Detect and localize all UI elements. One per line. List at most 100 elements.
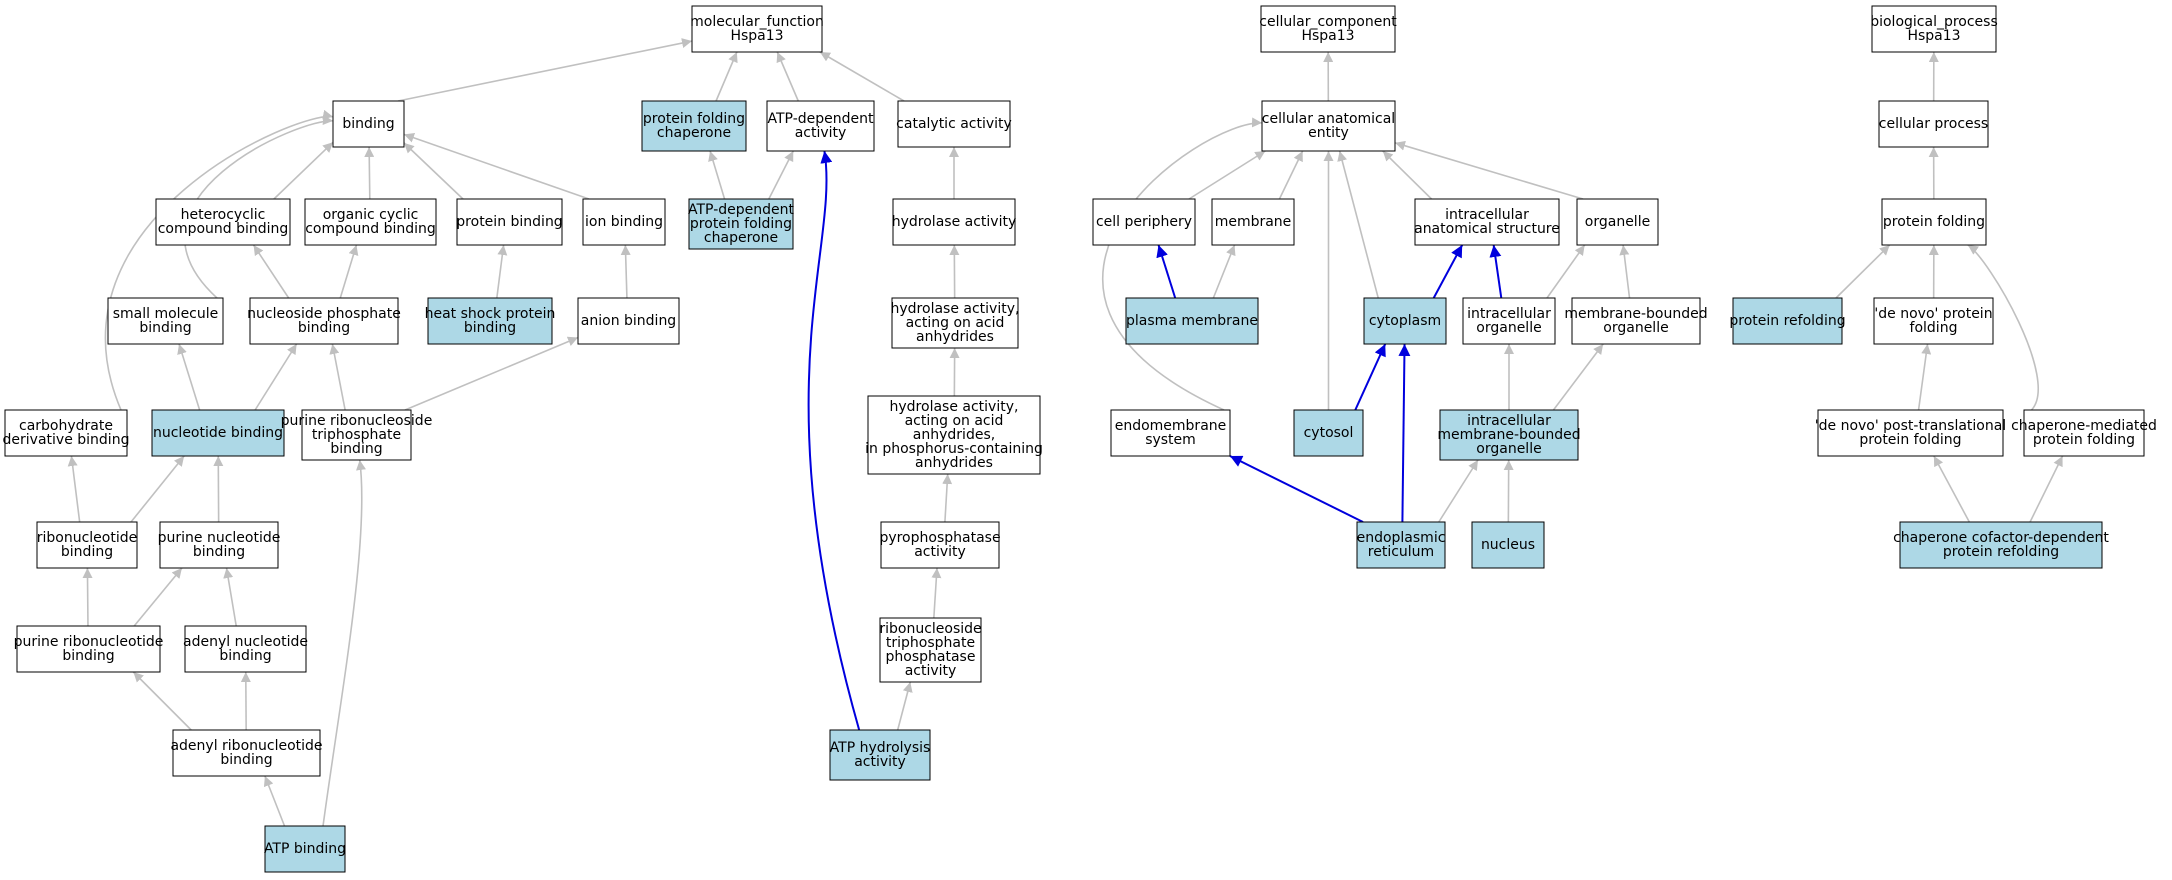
node-box[interactable] <box>1576 198 1659 246</box>
go-term-node-nucbind[interactable]: nucleotide binding <box>151 409 285 457</box>
node-box[interactable] <box>1125 297 1259 345</box>
go-term-node-atpbind[interactable]: ATP binding <box>264 825 346 873</box>
node-box[interactable] <box>1356 521 1446 569</box>
go-term-node-hydrolase[interactable]: hydrolase activity <box>892 198 1017 246</box>
node-box[interactable] <box>879 617 982 683</box>
go-term-node-anion[interactable]: anion binding <box>577 297 680 345</box>
go-term-node-organelle[interactable]: organelle <box>1576 198 1659 246</box>
node-box[interactable] <box>172 729 321 777</box>
node-box[interactable] <box>688 198 794 250</box>
go-term-node-ribotriphos[interactable]: ribonucleosidetriphosphatephosphataseact… <box>879 617 982 683</box>
node-box[interactable] <box>1878 100 1989 148</box>
node-box[interactable] <box>1571 297 1701 345</box>
go-term-node-cytoplasm[interactable]: cytoplasm <box>1363 297 1447 345</box>
go-term-node-hydphos[interactable]: hydrolase activity,acting on acidanhydri… <box>865 395 1043 475</box>
node-box[interactable] <box>16 625 161 673</box>
go-term-node-protrefold[interactable]: protein refolding <box>1729 297 1846 345</box>
node-box[interactable] <box>1732 297 1843 345</box>
node-box[interactable] <box>867 395 1041 475</box>
go-term-node-catalytic[interactable]: catalytic activity <box>896 100 1012 148</box>
node-box[interactable] <box>1817 409 2004 457</box>
node-box[interactable] <box>36 521 138 569</box>
node-box[interactable] <box>880 521 1000 569</box>
node-box[interactable] <box>301 409 412 461</box>
node-box[interactable] <box>1293 409 1364 457</box>
go-term-node-plasma[interactable]: plasma membrane <box>1125 297 1259 345</box>
node-box[interactable] <box>641 100 747 152</box>
go-term-node-protbind[interactable]: protein binding <box>456 198 563 246</box>
node-box[interactable] <box>184 625 307 673</box>
node-box[interactable] <box>897 100 1011 148</box>
node-box[interactable] <box>1471 521 1545 569</box>
node-box[interactable] <box>691 5 823 53</box>
go-term-node-hydacid[interactable]: hydrolase activity,acting on acidanhydri… <box>891 297 1020 349</box>
go-term-node-nucleus[interactable]: nucleus <box>1471 521 1545 569</box>
go-term-node-binding[interactable]: binding <box>332 100 405 148</box>
node-box[interactable] <box>1110 409 1231 457</box>
node-box[interactable] <box>891 297 1019 349</box>
go-term-node-membrane[interactable]: membrane <box>1211 198 1295 246</box>
node-box[interactable] <box>582 198 666 246</box>
go-term-node-protfold[interactable]: protein folding <box>1881 198 1987 246</box>
node-box[interactable] <box>1873 297 1994 345</box>
node-box[interactable] <box>1462 297 1556 345</box>
go-term-node-cellper[interactable]: cell periphery <box>1092 198 1196 246</box>
node-box[interactable] <box>304 198 437 246</box>
node-box[interactable] <box>1414 198 1560 246</box>
node-box[interactable] <box>159 521 279 569</box>
node-box[interactable] <box>107 297 224 345</box>
node-box[interactable] <box>1881 198 1987 246</box>
node-box[interactable] <box>829 729 931 781</box>
node-box[interactable] <box>456 198 563 246</box>
node-box[interactable] <box>1439 409 1579 461</box>
node-box[interactable] <box>1899 521 2103 569</box>
go-term-node-cytosol[interactable]: cytosol <box>1293 409 1364 457</box>
node-box[interactable] <box>155 198 291 246</box>
node-box[interactable] <box>1261 100 1396 152</box>
node-box[interactable] <box>4 409 128 457</box>
node-box[interactable] <box>577 297 680 345</box>
node-box[interactable] <box>427 297 553 345</box>
node-box[interactable] <box>2023 409 2145 457</box>
node-box[interactable] <box>1363 297 1447 345</box>
node-box[interactable] <box>1260 5 1396 53</box>
node-box[interactable] <box>1871 5 1997 53</box>
node-box[interactable] <box>766 100 875 152</box>
node-box[interactable] <box>1092 198 1196 246</box>
node-box[interactable] <box>1211 198 1295 246</box>
node-box[interactable] <box>264 825 346 873</box>
node-box[interactable] <box>892 198 1016 246</box>
node-box[interactable] <box>332 100 405 148</box>
go-term-node-ionbind[interactable]: ion binding <box>582 198 666 246</box>
